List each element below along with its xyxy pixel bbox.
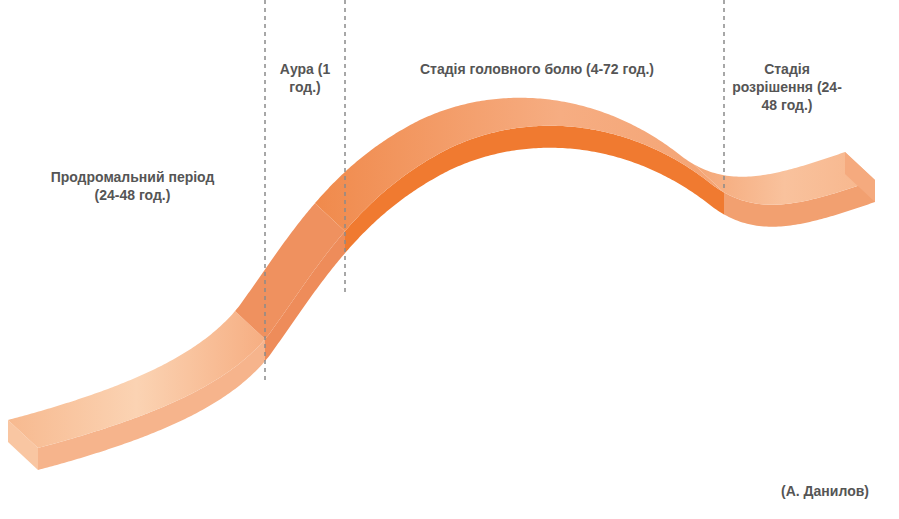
ribbon-top	[235, 203, 345, 339]
ribbon-top	[315, 98, 724, 231]
phase-label: Продромальний період (24-48 год.)	[45, 168, 220, 204]
ribbon-end	[845, 152, 875, 202]
ribbon-band	[8, 98, 875, 470]
phase-label: Стадія розрішення (24-48 год.)	[732, 60, 842, 115]
phase-divider	[723, 0, 725, 188]
phase-label: Стадія головного болю (4-72 год.)	[372, 60, 702, 78]
phase-divider	[265, 0, 724, 380]
phase-divider	[344, 0, 346, 292]
ribbon-top	[694, 152, 875, 205]
phase-divider	[264, 0, 266, 380]
ribbon-top	[8, 311, 265, 448]
phase-label: Аура (1 год.)	[270, 60, 340, 96]
source-note: (А. Данилов)	[760, 482, 890, 500]
